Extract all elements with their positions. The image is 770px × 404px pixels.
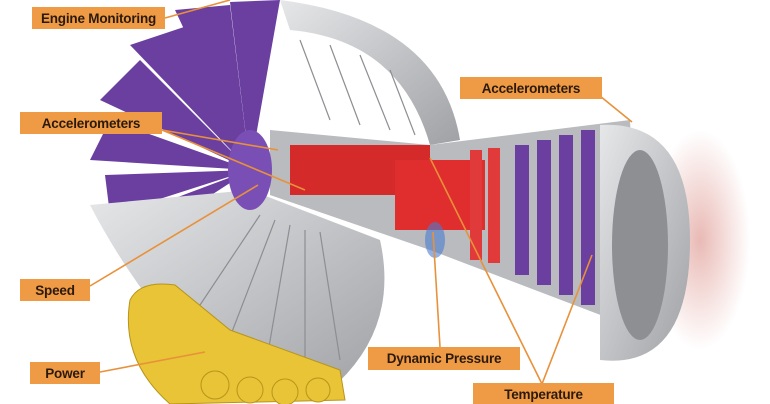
label-accelerometers-left: Accelerometers bbox=[20, 112, 162, 134]
label-temperature: Temperature bbox=[473, 383, 614, 404]
leader-lines bbox=[89, 0, 633, 385]
hp-turbine bbox=[470, 148, 500, 263]
label-engine-monitoring: Engine Monitoring bbox=[32, 7, 165, 29]
label-speed: Speed bbox=[20, 279, 90, 301]
flame bbox=[425, 222, 445, 258]
fan-case-top bbox=[280, 0, 460, 145]
label-dynamic-pressure: Dynamic Pressure bbox=[368, 347, 520, 370]
gearbox bbox=[127, 283, 346, 404]
label-accelerometers-right: Accelerometers bbox=[460, 77, 602, 99]
label-power: Power bbox=[30, 362, 100, 384]
nozzle-opening bbox=[612, 150, 668, 340]
lp-turbine bbox=[515, 130, 595, 305]
spinner bbox=[228, 130, 272, 210]
